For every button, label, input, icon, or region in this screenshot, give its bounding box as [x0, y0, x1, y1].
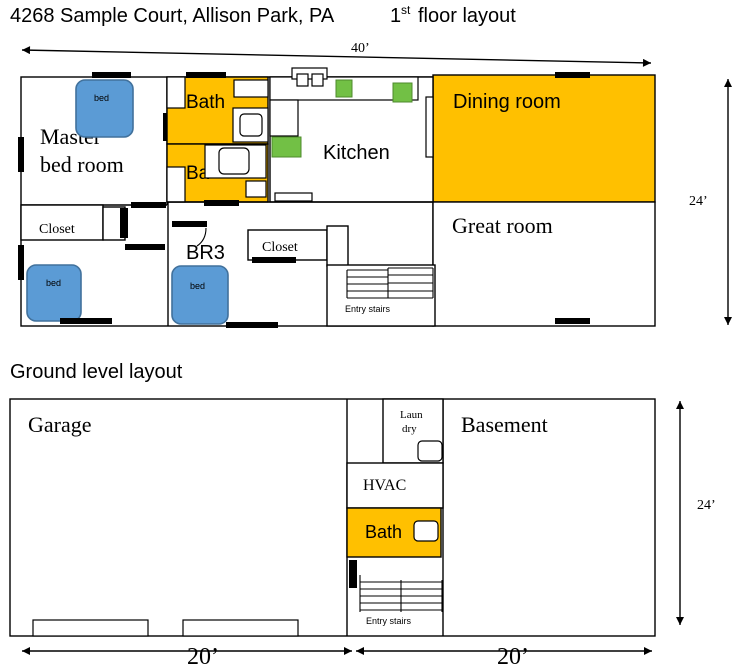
garage-width-dimension: 20’ [22, 644, 352, 669]
basement-width-label: 20’ [497, 644, 529, 669]
first-floor-plan: Dining room Great room Master bed room b… [18, 67, 656, 328]
kitchen-label: Kitchen [323, 142, 390, 164]
great-room-label: Great room [452, 213, 553, 238]
ground-level-plan: Garage Laun dry HVAC Bath Entry stairs B [9, 398, 656, 637]
dining-room [432, 74, 656, 203]
basement-width-dimension: 20’ [356, 644, 652, 669]
ground-bath-sink [413, 520, 439, 542]
bedroom-2-window-south [60, 318, 112, 324]
lower-bath-label: Ba [186, 163, 210, 184]
hvac-room [346, 462, 444, 509]
br3-door-swing [196, 227, 207, 247]
garage-door-right [182, 619, 299, 637]
hvac-label: HVAC [363, 477, 406, 494]
stair-landing [326, 225, 349, 267]
br3-label: BR3 [186, 242, 225, 264]
great-room-window [555, 318, 590, 324]
laundry-label-line2: dry [402, 423, 417, 435]
garage-door-left [32, 619, 149, 637]
master-bed-label: bed [94, 93, 109, 103]
master-bedroom-door [163, 113, 169, 141]
upper-bath-label: Bath [186, 92, 225, 113]
kitchen-appliance-3 [271, 136, 302, 158]
master-bedroom-window-west [18, 137, 24, 172]
kitchen-appliance-1 [335, 79, 353, 98]
width-dimension-label: 40’ [351, 41, 370, 56]
lower-bath-tub [218, 147, 250, 175]
width-dimension-arrow [21, 46, 652, 67]
laundry-machine [417, 440, 443, 462]
hall-door-south [125, 244, 165, 250]
br3-door [172, 221, 207, 227]
dining-room-window [555, 72, 590, 78]
ground-bath-label: Bath [365, 522, 402, 542]
br3-closet-door [252, 257, 296, 263]
br3-bed [171, 265, 229, 325]
first-floor-entry-stairs [326, 264, 436, 327]
kitchen-bottom-counter [274, 192, 313, 202]
upper-bath-window [186, 72, 226, 78]
first-floor-depth-dimension: 24’ [689, 79, 732, 325]
ground-entry-stairs-label: Entry stairs [366, 616, 412, 626]
garage-width-label: 20’ [187, 644, 219, 669]
lower-bath-toilet [166, 166, 186, 203]
first-floor-stair-treads [346, 267, 434, 299]
ground-level-outline [9, 398, 656, 637]
br3-bed-label: bed [190, 281, 205, 291]
depth-dimension-label: 24’ [689, 194, 708, 209]
br3-window-south [226, 322, 278, 328]
bedroom-2-bed [26, 264, 82, 322]
laundry-label-line1: Laun [400, 409, 423, 421]
dining-room-label: Dining room [453, 91, 561, 113]
bedroom-2-bed-label: bed [46, 278, 61, 288]
ground-stair-treads [359, 575, 443, 612]
upper-bath-vanity [233, 79, 269, 98]
lower-bath-door [204, 200, 239, 206]
floor-title: 1st floor layout [390, 3, 516, 27]
hall-closet-label: Closet [39, 222, 75, 237]
basement-label: Basement [461, 412, 548, 437]
kitchen-appliance-2 [392, 82, 413, 103]
lower-bath-sink [245, 180, 267, 198]
master-bedroom-label-line2: bed room [40, 152, 124, 177]
ground-entry-door [349, 560, 357, 588]
first-floor-entry-stairs-label: Entry stairs [345, 304, 391, 314]
first-floor-width-dimension: 40’ [21, 41, 652, 67]
upper-bath-sink [239, 113, 263, 137]
bedroom-2-window-west [18, 245, 24, 280]
br3-closet-label: Closet [262, 240, 298, 255]
floor-label: floor layout [418, 5, 516, 27]
master-bedroom-window-north [92, 72, 131, 78]
master-bed [75, 79, 134, 138]
garage-label: Garage [28, 412, 92, 437]
ground-depth-label: 24’ [697, 498, 716, 513]
floor-number: 1 [390, 5, 401, 27]
upper-bath-toilet [166, 76, 186, 109]
great-room [432, 201, 656, 327]
hall-door-north [131, 202, 166, 208]
kitchen-sink-basin-left [296, 73, 309, 87]
kitchen-sink-basin-right [311, 73, 324, 87]
ground-level-heading: Ground level layout [10, 361, 183, 383]
floor-ordinal-superscript: st [401, 3, 411, 17]
hall-closet [20, 204, 104, 241]
kitchen-sink [291, 67, 328, 80]
hall-closet-door [120, 208, 128, 238]
kitchen-side-counter [269, 99, 299, 137]
address-title: 4268 Sample Court, Allison Park, PA [10, 5, 335, 27]
kitchen-east-counter [425, 96, 434, 158]
ground-depth-dimension: 24’ [676, 401, 716, 625]
